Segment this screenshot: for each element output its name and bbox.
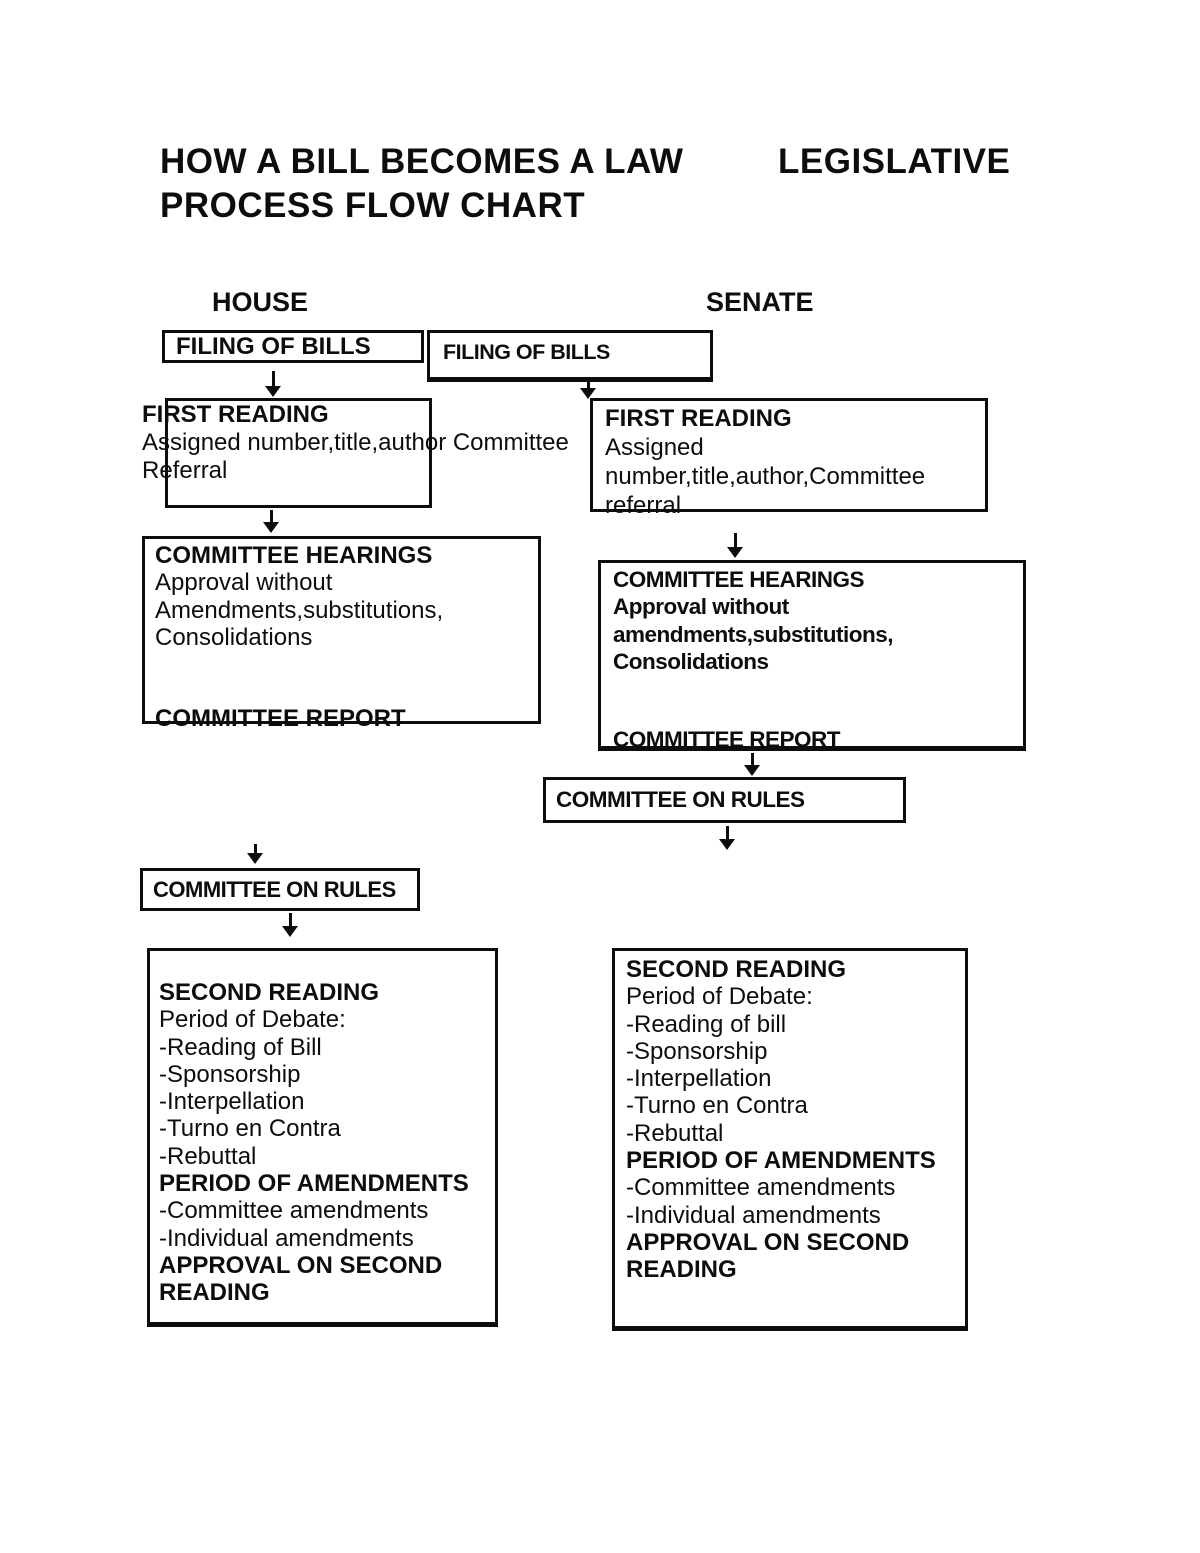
text-line: Referral xyxy=(142,457,228,484)
house-filing-of-bills-box: FILING OF BILLS xyxy=(162,330,424,363)
text-line: -Individual amendments xyxy=(159,1224,414,1252)
text-line: -Committee amendments xyxy=(159,1197,429,1225)
text-line: -Interpellation xyxy=(626,1065,772,1093)
column-header-senate: SENATE xyxy=(706,287,814,317)
text-line: APPROVAL ON SECOND xyxy=(159,1251,443,1279)
text-line: COMMITTEE REPORT xyxy=(155,705,406,733)
senate-filing-of-bills-label: FILING OF BILLS xyxy=(443,340,610,364)
senate-committee-on-rules-label: COMMITTEE ON RULES xyxy=(556,787,805,812)
arrow-senate-first-reading-to-hearings-icon xyxy=(726,533,744,558)
text-line: referral xyxy=(605,492,682,519)
text-line: Approval without xyxy=(613,594,789,620)
column-header-house: HOUSE xyxy=(212,287,309,317)
text-line: -Rebuttal xyxy=(159,1142,257,1170)
text-line: SECOND READING xyxy=(159,979,380,1006)
senate-filing-of-bills-box: FILING OF BILLS xyxy=(427,330,713,382)
text-line: Period of Debate: xyxy=(626,983,813,1011)
text-line: -Interpellation xyxy=(159,1088,305,1116)
text-line: -Individual amendments xyxy=(626,1201,881,1229)
senate-committee-on-rules-box: COMMITTEE ON RULES xyxy=(543,777,906,823)
house-filing-of-bills-label: FILING OF BILLS xyxy=(176,332,371,360)
house-committee-on-rules-box: COMMITTEE ON RULES xyxy=(140,868,420,911)
text-line: -Turno en Contra xyxy=(159,1115,341,1143)
page-title-line2: PROCESS FLOW CHART xyxy=(160,186,586,225)
arrow-stem xyxy=(253,844,257,853)
text-line: Assigned number,title,author Committee xyxy=(142,429,569,456)
text-line: FIRST READING xyxy=(605,405,792,432)
text-line: -Rebuttal xyxy=(626,1119,724,1147)
text-line xyxy=(613,701,1023,726)
arrow-head xyxy=(719,839,735,850)
arrow-senate-filing-to-first-reading-icon xyxy=(579,381,597,399)
arrow-head xyxy=(263,522,279,533)
text-line: -Committee amendments xyxy=(626,1174,896,1202)
text-line: -Sponsorship xyxy=(159,1060,301,1088)
arrow-house-rules-to-second-reading-icon xyxy=(281,913,299,937)
text-line: Approval without xyxy=(155,569,333,597)
text-line: PERIOD OF AMENDMENTS xyxy=(159,1170,469,1198)
text-line: SECOND READING xyxy=(626,956,847,983)
page-title-line1-right: LEGISLATIVE xyxy=(778,142,1011,181)
arrow-head xyxy=(744,765,760,776)
text-line: READING xyxy=(159,1279,270,1307)
arrow-stem xyxy=(269,510,273,522)
text-line: Consolidations xyxy=(155,624,313,652)
text-line: COMMITTEE HEARINGS xyxy=(613,567,865,592)
arrow-house-filing-to-first-reading-icon xyxy=(264,371,282,397)
text-line: -Sponsorship xyxy=(626,1037,768,1065)
page-title-line1-left: HOW A BILL BECOMES A LAW xyxy=(160,142,684,181)
text-line: -Turno en Contra xyxy=(626,1092,808,1120)
house-committee-on-rules-label: COMMITTEE ON RULES xyxy=(153,876,396,902)
text-line: Assigned xyxy=(605,434,704,461)
text-line: PERIOD OF AMENDMENTS xyxy=(626,1147,936,1175)
text-line: -Reading of bill xyxy=(626,1010,787,1038)
text-line: READING xyxy=(626,1256,737,1284)
text-line: Consolidations xyxy=(613,649,769,675)
text-line: COMMITTEE HEARINGS xyxy=(155,542,433,569)
text-line: number,title,author,Committee xyxy=(605,463,926,490)
arrow-senate-rules-to-second-reading-icon xyxy=(718,826,736,850)
arrow-house-into-rules-icon xyxy=(246,844,264,864)
text-line xyxy=(155,652,538,679)
arrow-senate-hearings-to-rules-icon xyxy=(743,753,761,776)
arrow-stem xyxy=(586,381,590,388)
text-line: Amendments,substitutions, xyxy=(155,596,444,624)
text-line: APPROVAL ON SECOND xyxy=(626,1228,910,1256)
arrow-stem xyxy=(288,913,292,926)
text-line: COMMITTEE REPORT xyxy=(613,727,841,752)
arrow-stem xyxy=(733,533,737,547)
arrow-stem xyxy=(271,371,275,386)
text-line: -Reading of Bill xyxy=(159,1033,322,1061)
arrow-head xyxy=(247,853,263,864)
arrow-head xyxy=(265,386,281,397)
text-line: FIRST READING xyxy=(142,401,329,428)
text-line xyxy=(155,679,538,706)
arrow-head xyxy=(580,388,596,399)
text-line: amendments,substitutions, xyxy=(613,621,894,647)
arrow-head xyxy=(282,926,298,937)
text-line xyxy=(613,676,1023,701)
arrow-stem xyxy=(725,826,729,839)
arrow-head xyxy=(727,547,743,558)
arrow-stem xyxy=(750,753,754,765)
house-first-reading-box xyxy=(165,398,432,508)
text-line: Period of Debate: xyxy=(159,1006,346,1034)
arrow-house-first-reading-to-hearings-icon xyxy=(262,510,280,533)
